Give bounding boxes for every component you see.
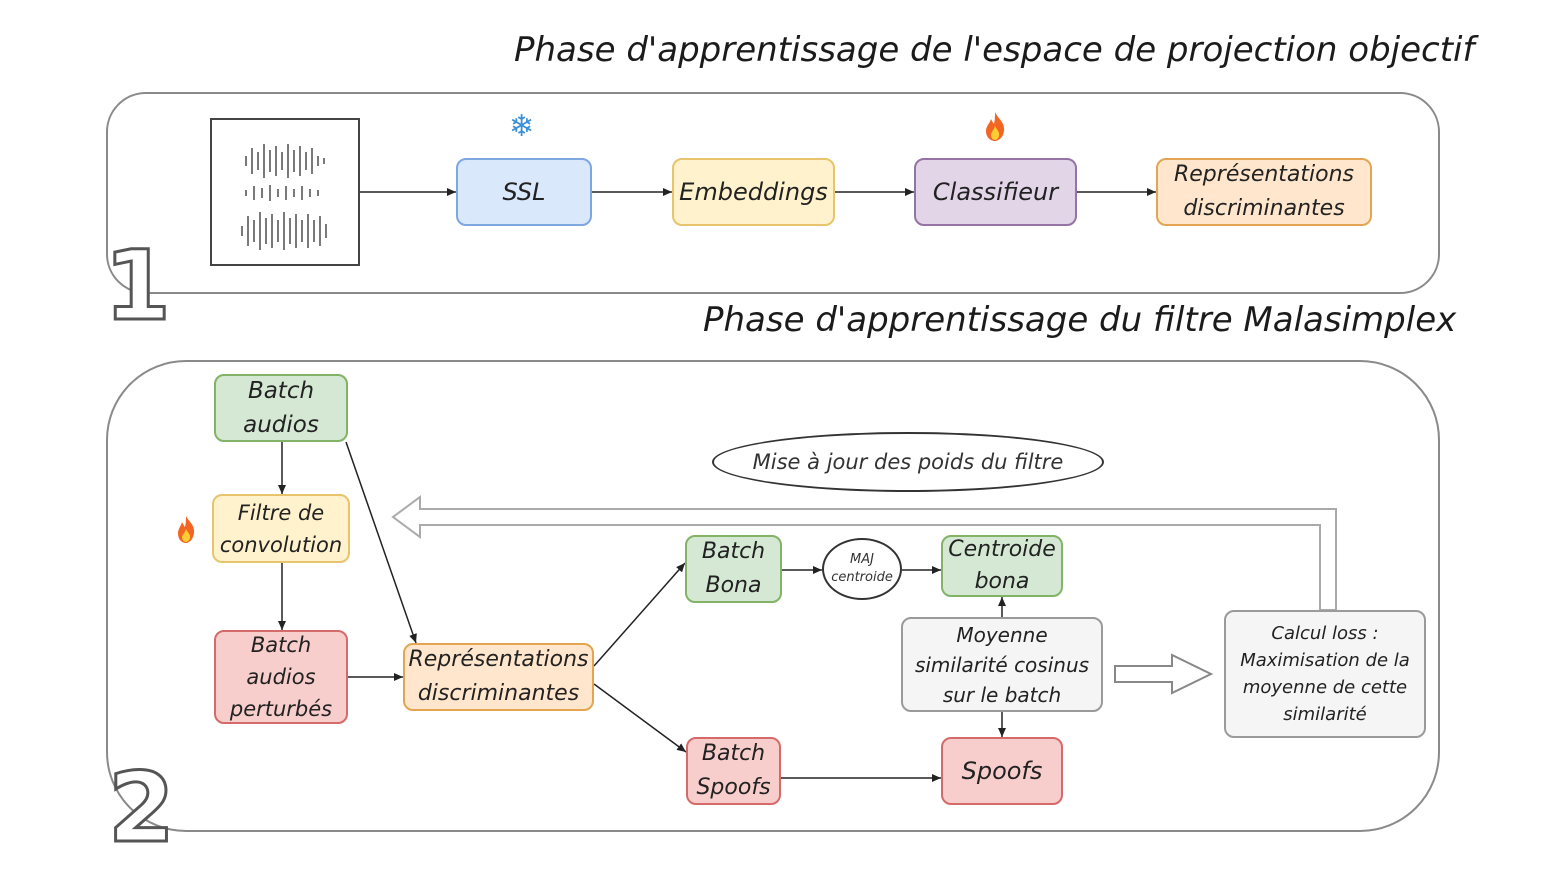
mean-similarity-node: Moyenne similarité cosinus sur le batch xyxy=(901,617,1103,712)
phase1-panel xyxy=(106,92,1440,294)
batch-perturbed-node: Batch audios perturbés xyxy=(214,630,348,724)
phase1-title: Phase d'apprentissage de l'espace de pro… xyxy=(514,30,1475,70)
phase2-representations-node: Représentations discriminantes xyxy=(403,643,594,711)
phase2-panel xyxy=(106,360,1440,832)
arrow-batch-representations xyxy=(345,441,417,644)
phase1-number: 1 xyxy=(103,230,173,342)
arrow-representations-spoofs xyxy=(593,683,687,753)
phase2-number: 2 xyxy=(107,752,177,864)
ma-centroid-node: MAJ centroide xyxy=(822,538,902,600)
fire-icon xyxy=(986,112,1005,141)
waveform-icon xyxy=(241,144,327,250)
batch-bona-node: Batch Bona xyxy=(685,535,782,603)
classifier-node: Classifieur xyxy=(914,158,1077,226)
hollow-arrow-feedback xyxy=(391,495,1337,611)
spoofs-node: Spoofs xyxy=(941,737,1063,805)
phase1-representations-node: Représentations discriminantes xyxy=(1156,158,1372,226)
ssl-node: SSL xyxy=(456,158,592,226)
weights-update-label: Mise à jour des poids du filtre xyxy=(712,432,1104,492)
loss-node: Calcul loss : Maximisation de la moyenne… xyxy=(1224,610,1426,738)
arrow-representations-bona xyxy=(593,562,686,667)
batch-spoofs-node: Batch Spoofs xyxy=(686,737,781,805)
hollow-arrow-mean-loss xyxy=(1114,653,1214,695)
phase2-title: Phase d'apprentissage du filtre Malasimp… xyxy=(703,300,1457,340)
audio-waveform-box xyxy=(210,118,360,266)
fire-icon xyxy=(178,516,195,543)
snowflake-icon: ❄ xyxy=(509,109,535,144)
batch-audios-node: Batch audios xyxy=(214,374,348,442)
convolution-filter-node: Filtre de convolution xyxy=(212,494,350,563)
embeddings-node: Embeddings xyxy=(672,158,835,226)
centroid-bona-node: Centroide bona xyxy=(941,535,1063,597)
